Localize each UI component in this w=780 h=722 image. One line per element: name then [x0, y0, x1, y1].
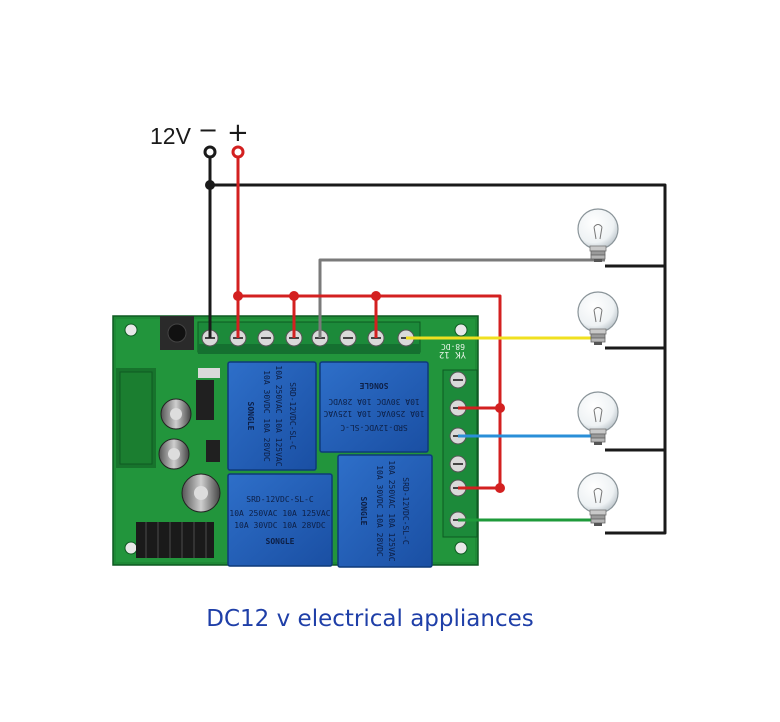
relay-rating-label: 10A 250VAC 10A 125VAC	[387, 460, 396, 561]
relay-brand-label: SONGLE	[359, 497, 368, 526]
positive-terminal	[231, 145, 245, 159]
terminal-screw	[257, 329, 275, 347]
relay-model-label: SRD-12VDC-SL-C	[288, 382, 297, 450]
relay-rating-label: 10A 30VDC 10A 28VDC	[234, 521, 326, 530]
plus-symbol: +	[227, 118, 249, 148]
ground-bus-wire	[210, 183, 667, 535]
relay-model-label: SRD-12VDC-SL-C	[246, 495, 314, 504]
relay-rating-label: 10A 250VAC 10A 125VAC	[229, 509, 330, 518]
relay-brand-label: SONGLE	[246, 402, 255, 431]
capacitor	[158, 438, 190, 470]
relay-model-label: SRD-12VDC-SL-C	[340, 423, 408, 432]
junction-dots	[205, 180, 505, 493]
board-model-label: YK 12	[439, 349, 466, 359]
relay-rating-label: 10A 30VDC 10A 28VDC	[375, 465, 384, 557]
power-input: 12V − +	[150, 116, 249, 159]
terminal-screw	[449, 455, 467, 473]
board-model-label-2: 68-DC	[441, 342, 465, 351]
minus-symbol: −	[198, 116, 218, 144]
relay-rating-label: 10A 250VAC 10A 125VAC	[274, 365, 283, 466]
relay-rating-label: 10A 30VDC 10A 28VDC	[328, 397, 420, 406]
gray-wire	[318, 258, 605, 338]
light-bulb-icon	[577, 208, 619, 263]
capacitor	[160, 398, 192, 430]
learn-button	[160, 316, 194, 350]
relay-model-label: SRD-12VDC-SL-C	[401, 477, 410, 545]
light-bulb-icon	[577, 472, 619, 527]
relay-brand-label: SONGLE	[359, 381, 388, 390]
antenna-coil	[136, 522, 214, 558]
relay-rating-label: 10A 30VDC 10A 28VDC	[262, 370, 271, 462]
terminal-screw	[339, 329, 357, 347]
positive-bus-wire	[238, 294, 502, 490]
relay-rating-label: 10A 250VAC 10A 125VAC	[323, 409, 424, 418]
negative-terminal	[203, 145, 217, 159]
voltage-label: 12V	[150, 123, 192, 149]
diagram-caption: DC12 v electrical appliances	[206, 606, 534, 632]
relay: SRD-12VDC-SL-C 10A 250VAC 10A 125VAC 10A 3…	[227, 473, 333, 567]
capacitor	[181, 473, 221, 513]
relay: SRD-12VDC-SL-C 10A 250VAC 10A 125VAC 10A 3…	[319, 361, 429, 453]
terminal-screw	[449, 371, 467, 389]
relay-brand-label: SONGLE	[266, 537, 295, 546]
right-terminal-block	[442, 369, 478, 538]
